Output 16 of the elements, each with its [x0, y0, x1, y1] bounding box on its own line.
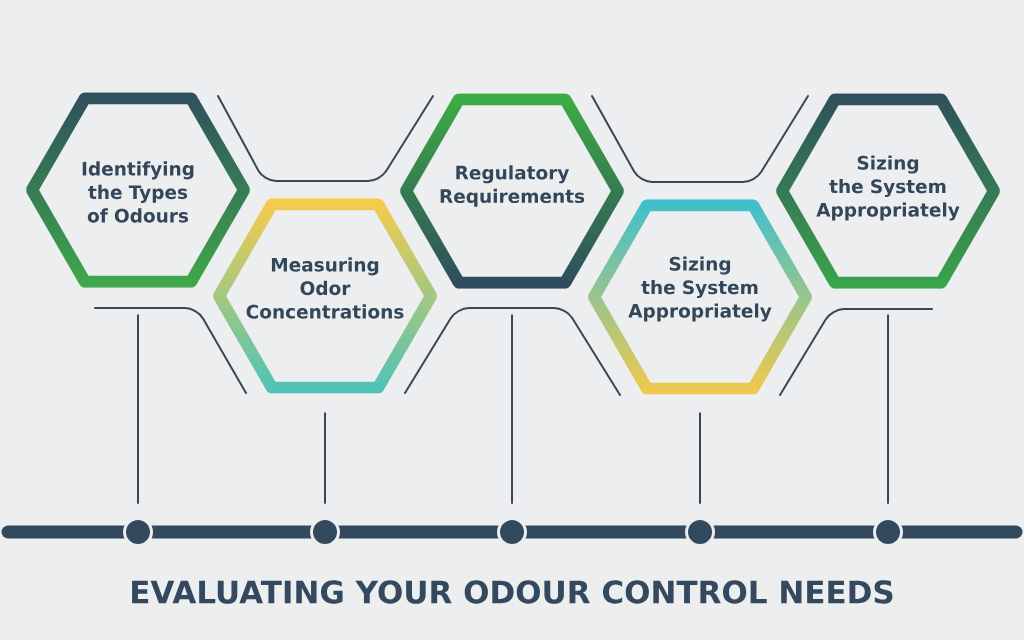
connector-line: [699, 412, 701, 504]
connector-line: [887, 314, 889, 504]
hexagon: Identifying the Types of Odours: [39, 104, 237, 276]
connector-line: [137, 314, 139, 504]
hexagon: Sizing the System Appropriately: [601, 211, 799, 383]
hexagon: Measuring Odor Concentrations: [226, 210, 424, 382]
connector-line: [511, 314, 513, 504]
title: EVALUATING YOUR ODOUR CONTROL NEEDS: [132, 580, 893, 604]
node-label: Measuring Odor Concentrations: [246, 257, 404, 319]
node-label: Sizing the System Appropriately: [628, 256, 772, 322]
hexagon: Regulatory Requirements: [413, 105, 611, 277]
connector-line: [324, 412, 326, 504]
node-label: Sizing the System Appropriately: [816, 155, 960, 221]
node-label: Regulatory Requirements: [440, 165, 585, 207]
node-label: Identifying the Types of Odours: [82, 161, 194, 223]
hexagon: Sizing the System Appropriately: [789, 105, 987, 277]
